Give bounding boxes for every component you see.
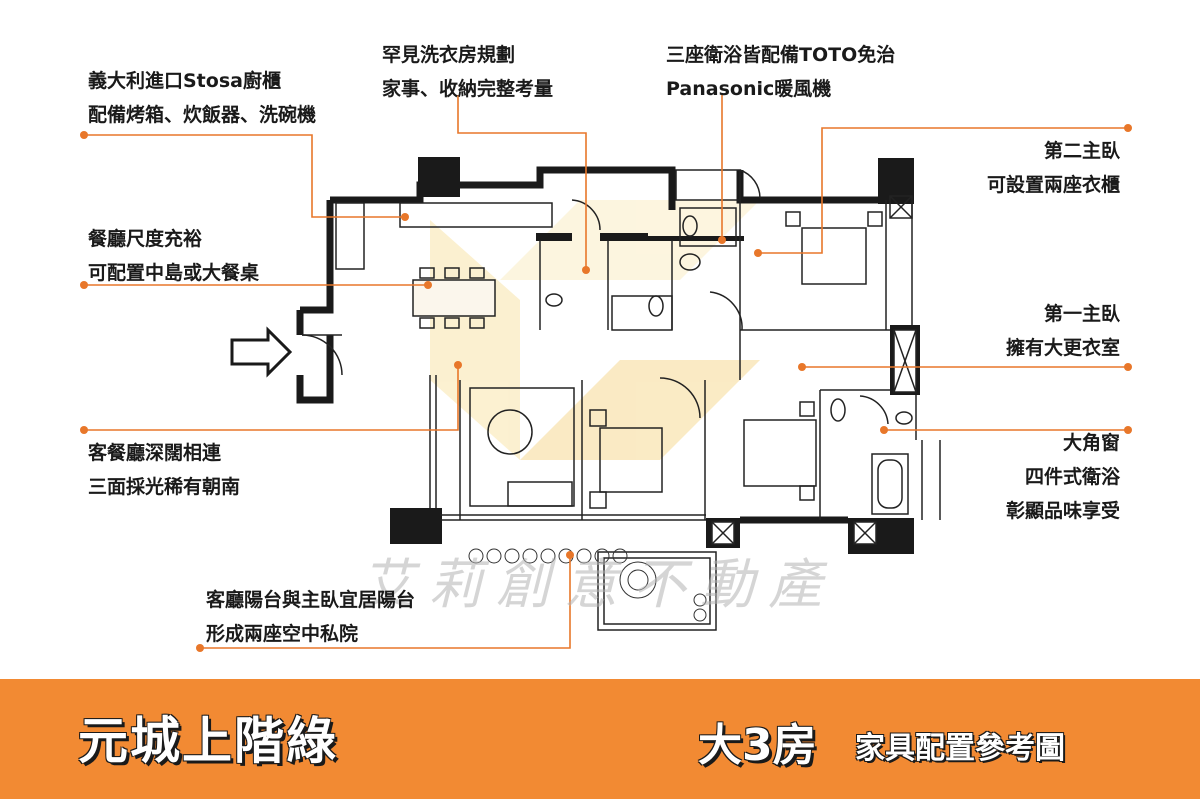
annotation-balcony-line1: 客廳陽台與主臥宜居陽台 xyxy=(206,589,416,611)
annotation-dining: 餐廳尺度充裕 可配置中島或大餐桌 xyxy=(88,222,259,290)
watermark-text: 艾莉創意不動產 xyxy=(360,553,836,616)
annotation-laundry-line2: 家事、收納完整考量 xyxy=(382,78,554,100)
room-count: 大3房 xyxy=(698,720,817,771)
annotation-laundry: 罕見洗衣房規劃 家事、收納完整考量 xyxy=(382,38,553,106)
footer-banner: 元城上階綠 大3房 家具配置參考圖 xyxy=(0,679,1200,799)
annotation-first-master-line2: 擁有大更衣室 xyxy=(1005,337,1120,359)
annotation-kitchen: 義大利進口Stosa廚櫃 配備烤箱、炊飯器、洗碗機 xyxy=(88,64,316,132)
annotation-dining-line2: 可配置中島或大餐桌 xyxy=(88,262,260,284)
layout-caption: 家具配置參考圖 xyxy=(855,731,1065,766)
annotation-balcony-line2: 形成兩座空中私院 xyxy=(206,623,359,645)
annotation-balcony: 客廳陽台與主臥宜居陽台 形成兩座空中私院 xyxy=(206,583,415,651)
annotation-second-master-line1: 第二主臥 xyxy=(1043,140,1120,162)
annotation-dining-line1: 餐廳尺度充裕 xyxy=(88,228,203,250)
interior-lines xyxy=(301,169,941,631)
annotation-bath-line1: 三座衛浴皆配備TOTO免治 xyxy=(666,44,896,66)
annotation-first-master: 第一主臥 擁有大更衣室 xyxy=(1006,297,1120,365)
leader-lines xyxy=(84,95,1128,649)
annotation-corner-line2: 四件式衛浴 xyxy=(1024,466,1120,488)
annotation-living-line2: 三面採光稀有朝南 xyxy=(88,476,241,498)
annotation-second-master: 第二主臥 可設置兩座衣櫃 xyxy=(987,134,1120,202)
annotation-living-line1: 客餐廳深闊相連 xyxy=(88,442,222,464)
annotation-living: 客餐廳深闊相連 三面採光稀有朝南 xyxy=(88,436,240,504)
leader-dots xyxy=(80,124,1132,652)
annotation-bath: 三座衛浴皆配備TOTO免治 Panasonic暖風機 xyxy=(666,38,895,106)
annotation-corner: 大角窗 四件式衛浴 彰顯品味享受 xyxy=(1006,426,1120,528)
annotation-corner-line3: 彰顯品味享受 xyxy=(1005,500,1120,522)
annotation-kitchen-line1: 義大利進口Stosa廚櫃 xyxy=(88,70,281,92)
annotation-corner-line1: 大角窗 xyxy=(1062,432,1120,454)
entry-arrow-icon xyxy=(230,326,293,378)
annotation-kitchen-line2: 配備烤箱、炊飯器、洗碗機 xyxy=(88,104,317,126)
annotation-laundry-line1: 罕見洗衣房規劃 xyxy=(382,44,516,66)
balcony-plants xyxy=(468,548,707,622)
annotation-second-master-line2: 可設置兩座衣櫃 xyxy=(986,174,1120,196)
project-title: 元城上階綠 xyxy=(78,712,338,770)
annotation-bath-line2: Panasonic暖風機 xyxy=(666,78,832,100)
annotation-first-master-line1: 第一主臥 xyxy=(1043,303,1120,325)
